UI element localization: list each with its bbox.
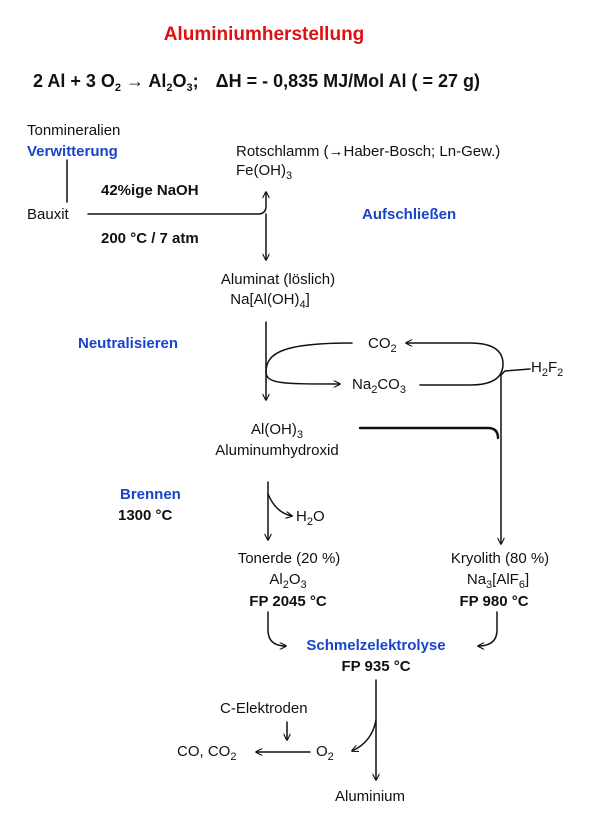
node-fp-kryolith: FP 980 °C: [459, 593, 529, 610]
h2f2-line: [501, 368, 531, 545]
arrow-icon: →: [126, 71, 145, 91]
node-h2f2: H2F2: [531, 359, 564, 379]
node-kryolith: Kryolith (80 %): [450, 550, 550, 567]
node-bauxit: Bauxit: [27, 206, 69, 223]
node-h2o: H2O: [296, 508, 325, 528]
page-title: Aluminiumherstellung: [163, 24, 365, 45]
node-c-elektroden: C-Elektroden: [220, 700, 308, 717]
co2-loop-top: [265, 342, 353, 373]
node-aluminumhydroxid: Aluminumhydroxid: [215, 442, 339, 459]
condition-brennen-temp: 1300 °C: [118, 507, 173, 524]
step-schmelzelektrolyse: Schmelzelektrolyse: [306, 637, 446, 654]
node-co2: CO2: [368, 335, 397, 355]
step-neutralisieren: Neutralisieren: [78, 335, 179, 352]
node-o2: O2: [316, 743, 334, 763]
rotschlamm-arrow: [87, 191, 266, 215]
condition-temp-pressure: 200 °C / 7 atm: [101, 230, 199, 247]
step-verwitterung: Verwitterung: [27, 143, 118, 160]
o2-arrow: [352, 719, 377, 751]
aloh3-to-kryolith: [358, 426, 500, 440]
h2o-arrow: [267, 493, 292, 516]
node-aloh3: Al(OH)3: [251, 421, 303, 441]
step-brennen: Brennen: [120, 486, 181, 503]
node-naaloh4: Na[Al(OH)4]: [230, 291, 310, 311]
tonerde-to-schmelz-arrow: [267, 611, 287, 646]
kryolith-to-schmelz-arrow: [477, 611, 498, 646]
step-aufschliessen: Aufschließen: [362, 206, 457, 223]
node-tonmineralien: Tonmineralien: [27, 122, 121, 139]
node-na3alf6: Na3[AlF6]: [466, 571, 530, 591]
node-rotschlamm: Rotschlamm (→Haber-Bosch; Ln-Gew.): [236, 143, 501, 160]
condition-naoh: 42%ige NaOH: [101, 182, 199, 199]
node-na2co3: Na2CO3: [352, 376, 406, 396]
node-co-co2: CO, CO2: [177, 743, 237, 763]
node-al2o3: Al2O3: [269, 571, 307, 591]
co2-return-arrow: [405, 343, 504, 386]
reaction-equation: 2 Al + 3 O2 → Al2O3; ΔH = - 0,835 MJ/Mol…: [33, 71, 480, 94]
node-aluminat: Aluminat (löslich): [220, 271, 336, 288]
node-fp-tonerde: FP 2045 °C: [249, 593, 327, 610]
node-feoh3: Fe(OH)3: [236, 162, 293, 182]
na2co3-arrow: [265, 371, 341, 384]
node-fp-schmelz: FP 935 °C: [341, 658, 411, 675]
node-tonerde: Tonerde (20 %): [237, 550, 341, 567]
node-aluminium: Aluminium: [334, 788, 406, 805]
